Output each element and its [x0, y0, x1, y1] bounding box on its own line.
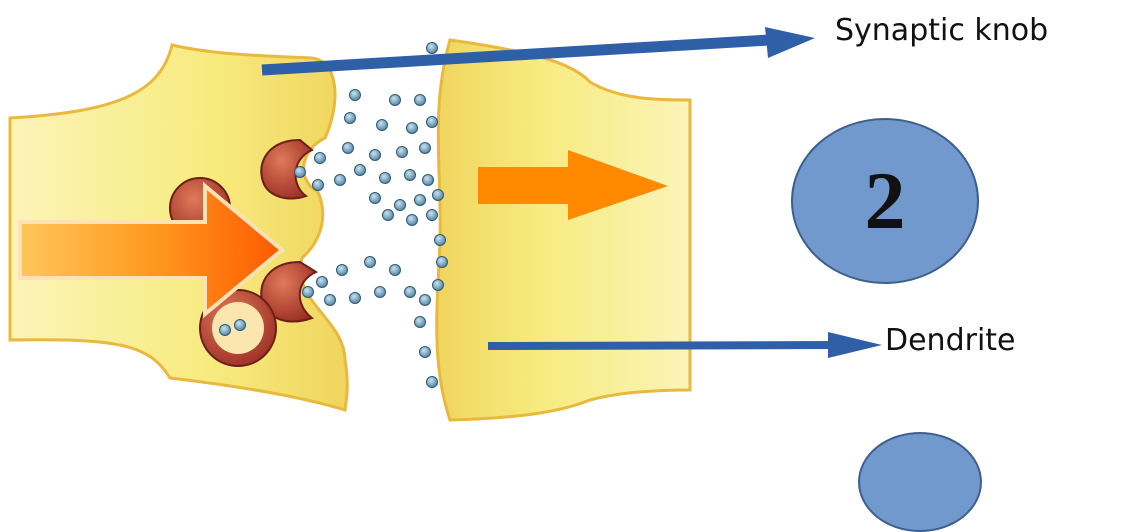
neurotransmitter-dot [420, 347, 431, 358]
neurotransmitter-dot [405, 287, 416, 298]
neurotransmitter-dot [380, 173, 391, 184]
neurotransmitter-dot [427, 210, 438, 221]
neurotransmitter-dot [397, 147, 408, 158]
neurotransmitter-dot [437, 257, 448, 268]
neurotransmitter-dot [395, 200, 406, 211]
neurotransmitter-dot [313, 180, 324, 191]
neurotransmitter-dot [220, 325, 231, 336]
neurotransmitter-dot [370, 150, 381, 161]
neurotransmitter-dot [383, 210, 394, 221]
neurotransmitter-dot [350, 90, 361, 101]
marker-number: 2 [865, 154, 906, 248]
neurotransmitter-dot [415, 195, 426, 206]
neurotransmitter-dot [435, 235, 446, 246]
neurotransmitter-dot [295, 167, 306, 178]
marker-circle-2: 2 [791, 118, 979, 284]
neurotransmitter-dot [433, 190, 444, 201]
neurotransmitter-dot [365, 257, 376, 268]
neurotransmitter-dot [420, 295, 431, 306]
neurotransmitter-dot [420, 143, 431, 154]
neurotransmitter-dot [370, 193, 381, 204]
neurotransmitter-dot [405, 170, 416, 181]
postsynaptic-dendrite [437, 40, 690, 420]
neurotransmitter-dot [355, 165, 366, 176]
neurotransmitter-dot [415, 317, 426, 328]
neurotransmitter-dot [433, 280, 444, 291]
neurotransmitter-dot [377, 120, 388, 131]
neurotransmitter-dot [427, 43, 438, 54]
neurotransmitter-dot [390, 265, 401, 276]
neurotransmitter-dot [335, 175, 346, 186]
neurotransmitter-dot [337, 265, 348, 276]
neurotransmitter-dot [235, 320, 246, 331]
neurotransmitter-dot [350, 293, 361, 304]
label-dendrite: Dendrite [885, 323, 1016, 358]
neurotransmitter-dot [317, 277, 328, 288]
neurotransmitter-dot [427, 117, 438, 128]
neurotransmitter-dot [427, 377, 438, 388]
neurotransmitter-dot [375, 287, 386, 298]
neurotransmitter-dot [315, 153, 326, 164]
neurotransmitter-dot [345, 113, 356, 124]
neurotransmitter-dot [415, 95, 426, 106]
neurotransmitter-dot [407, 123, 418, 134]
neurotransmitter-dot [325, 295, 336, 306]
neurotransmitter-dot [303, 287, 314, 298]
label-synaptic-knob: Synaptic knob [835, 13, 1048, 48]
neurotransmitter-dot [423, 175, 434, 186]
neurotransmitter-dot [407, 215, 418, 226]
neurotransmitter-dot [390, 95, 401, 106]
marker-circle-next [858, 432, 982, 532]
neurotransmitter-dot [343, 143, 354, 154]
